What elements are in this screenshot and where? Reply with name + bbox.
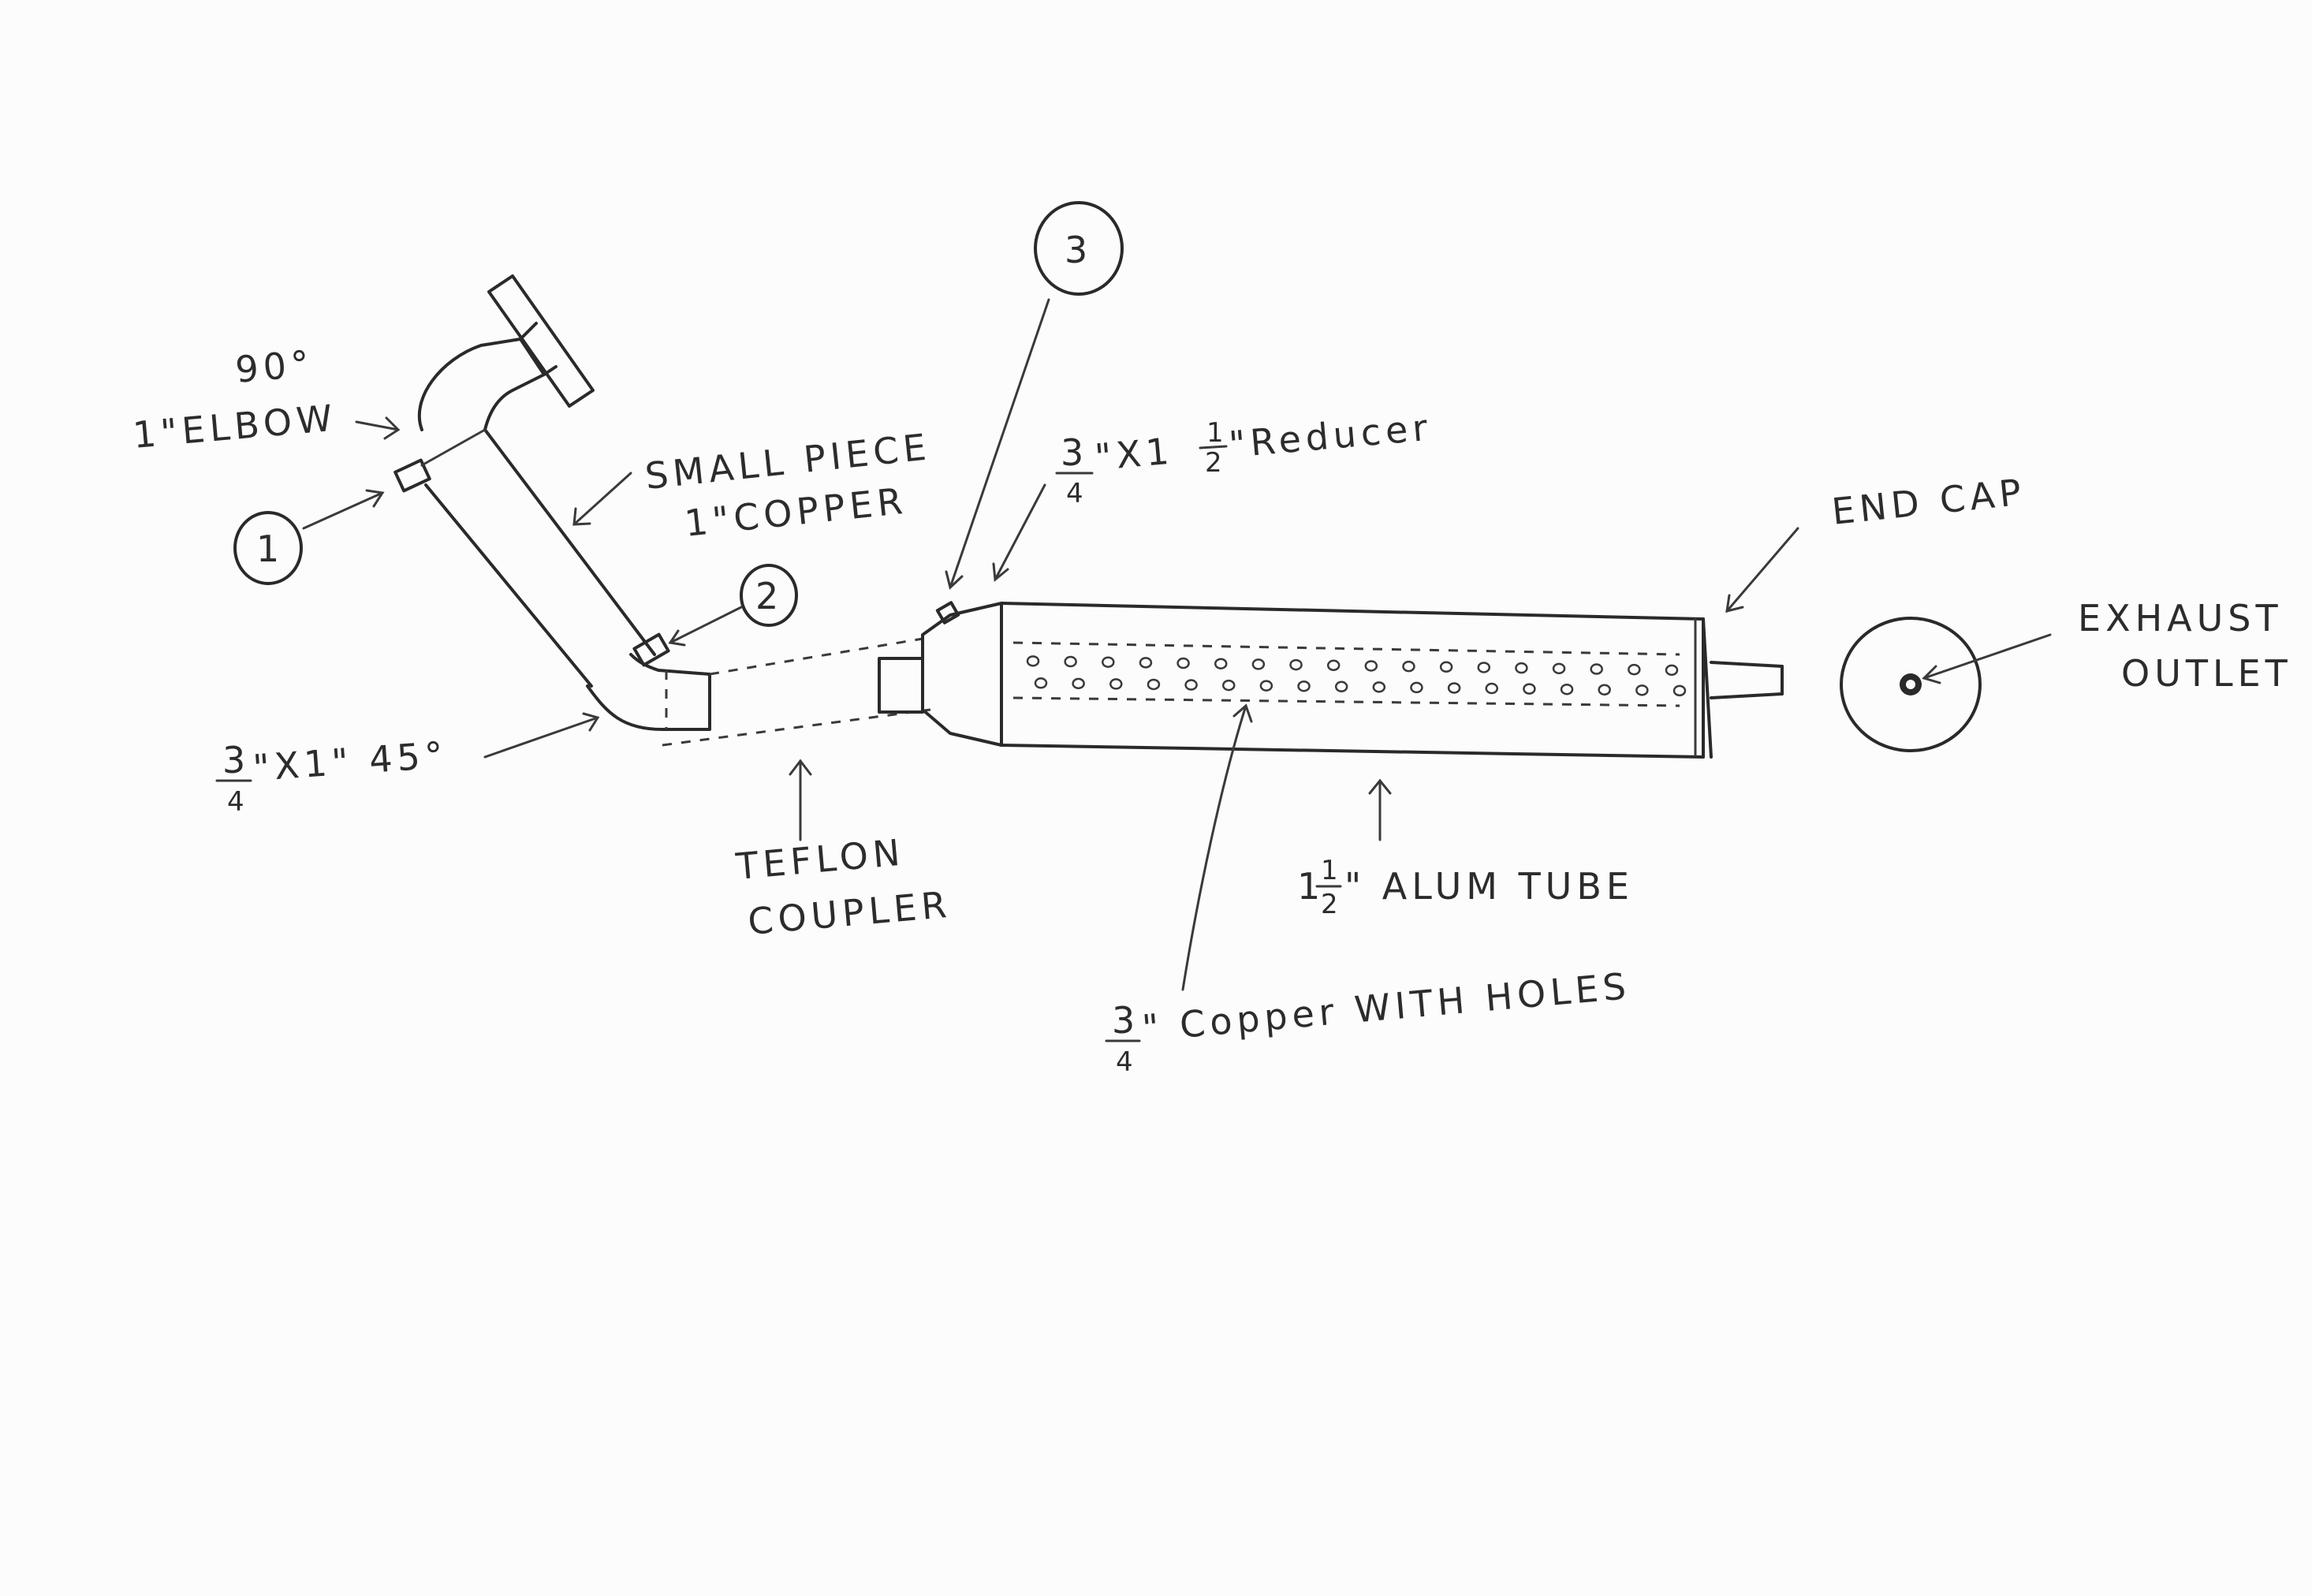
perforation-hole <box>1552 662 1566 675</box>
perforation-hole <box>1026 655 1040 667</box>
copper-holes-frac-num: 3 <box>1112 999 1139 1042</box>
perforation-hole <box>1477 662 1491 673</box>
perforation-hole <box>1635 684 1649 696</box>
perforation-hole <box>1672 684 1687 697</box>
perforation-hole <box>1177 657 1190 669</box>
perforation-hole <box>1515 662 1528 674</box>
forty-five-frac-den: 4 <box>227 786 244 818</box>
perforation-hole <box>1297 680 1311 692</box>
perforation-hole <box>1447 682 1461 694</box>
reducer-frac-den: 4 <box>1066 478 1083 509</box>
perforation-hole <box>1364 660 1378 672</box>
forty-five-text: "X1" 45° <box>252 733 449 789</box>
label-small-piece-copper: SMALL PIECE 1"COPPER <box>643 425 933 545</box>
copper-pipe-1in <box>420 428 670 688</box>
teflon-text: TEFLON <box>733 830 906 888</box>
outlet-text: OUTLET <box>2121 652 2292 695</box>
perforation-hole <box>1251 658 1266 670</box>
perforation-hole <box>1402 660 1415 673</box>
reducer-half-den: 2 <box>1205 447 1222 479</box>
reducer-half-num: 1 <box>1206 417 1224 449</box>
perforation-hole <box>1326 659 1341 672</box>
exhaust-outlet-end-view <box>1840 617 1982 752</box>
leader-arrows <box>302 298 2052 991</box>
perforation-hole <box>1214 658 1228 669</box>
callout-3: 3 <box>1034 201 1124 296</box>
elbow-90 <box>393 322 557 493</box>
end-cap-text: END CAP <box>1830 470 2028 533</box>
coupler-text: COUPLER <box>746 883 953 943</box>
callout-1-number: 1 <box>256 528 284 570</box>
perforation-hole <box>1034 677 1048 689</box>
label-exhaust-outlet: EXHAUST OUTLET <box>2078 597 2292 695</box>
reducer-frac-num: 3 <box>1061 431 1088 474</box>
end-cap <box>1702 617 1713 759</box>
reducer-x1-text: "X1 <box>1093 429 1175 479</box>
label-90-elbow: 90° 1"ELBOW <box>131 341 338 456</box>
perforation-hole <box>1439 661 1453 673</box>
callout-2-number: 2 <box>755 575 783 617</box>
label-reducer: 3 4 "X1 1 2 "Reducer <box>1055 406 1434 509</box>
label-teflon-coupler: TEFLON COUPLER <box>733 830 953 942</box>
label-alum-tube: 1 1 2 " ALUM TUBE <box>1297 855 1634 920</box>
alum-tube-half-num: 1 <box>1321 855 1338 886</box>
copper-holes-frac-den: 4 <box>1116 1046 1133 1078</box>
perforation-hole <box>1064 655 1077 668</box>
callout-3-number: 3 <box>1065 229 1092 271</box>
perforation-hole <box>1628 663 1641 676</box>
alum-tube-half-den: 2 <box>1321 889 1338 920</box>
elbow-angle-text: 90° <box>233 341 315 390</box>
outlet-pipe <box>1710 661 1784 699</box>
perforation-hole <box>1523 683 1536 695</box>
perforation-hole <box>1147 678 1161 691</box>
perforation-hole <box>1334 681 1348 693</box>
perforation-hole <box>1139 657 1153 669</box>
copper-tube-with-holes <box>1012 641 1687 707</box>
label-45-fitting: 3 4 "X1" 45° <box>215 733 449 818</box>
perforation-hole <box>1072 677 1085 690</box>
elbow-size-text: 1"ELBOW <box>131 397 338 457</box>
alum-tube <box>1000 602 1705 759</box>
perforation-hole <box>1598 684 1611 696</box>
perforation-hole <box>1289 658 1303 671</box>
perforation-hole <box>1372 681 1386 693</box>
exhaust-text: EXHAUST <box>2078 597 2283 640</box>
reducer <box>921 601 1003 747</box>
reducer-word-text: "Reducer <box>1227 406 1434 466</box>
perforation-hole <box>1590 663 1603 675</box>
perforation-hole <box>1259 680 1273 692</box>
perforation-hole <box>1665 664 1679 677</box>
flange <box>487 274 595 408</box>
perforation-hole <box>1184 679 1198 691</box>
callout-1: 1 <box>233 511 303 585</box>
copper-holes-text: " Copper WITH HOLES <box>1140 964 1632 1050</box>
forty-five-frac-num: 3 <box>222 739 250 781</box>
alum-tube-text: " ALUM TUBE <box>1344 865 1634 908</box>
callout-2: 2 <box>740 564 798 627</box>
perforation-hole <box>1102 656 1115 668</box>
perforation-hole <box>1560 683 1574 695</box>
perforation-hole <box>1109 678 1123 690</box>
perforation-hole <box>1410 681 1423 694</box>
label-end-cap: END CAP <box>1830 470 2028 533</box>
perforation-hole <box>1221 679 1236 692</box>
fitting-45 <box>586 653 711 731</box>
perforation-hole <box>1485 682 1499 695</box>
